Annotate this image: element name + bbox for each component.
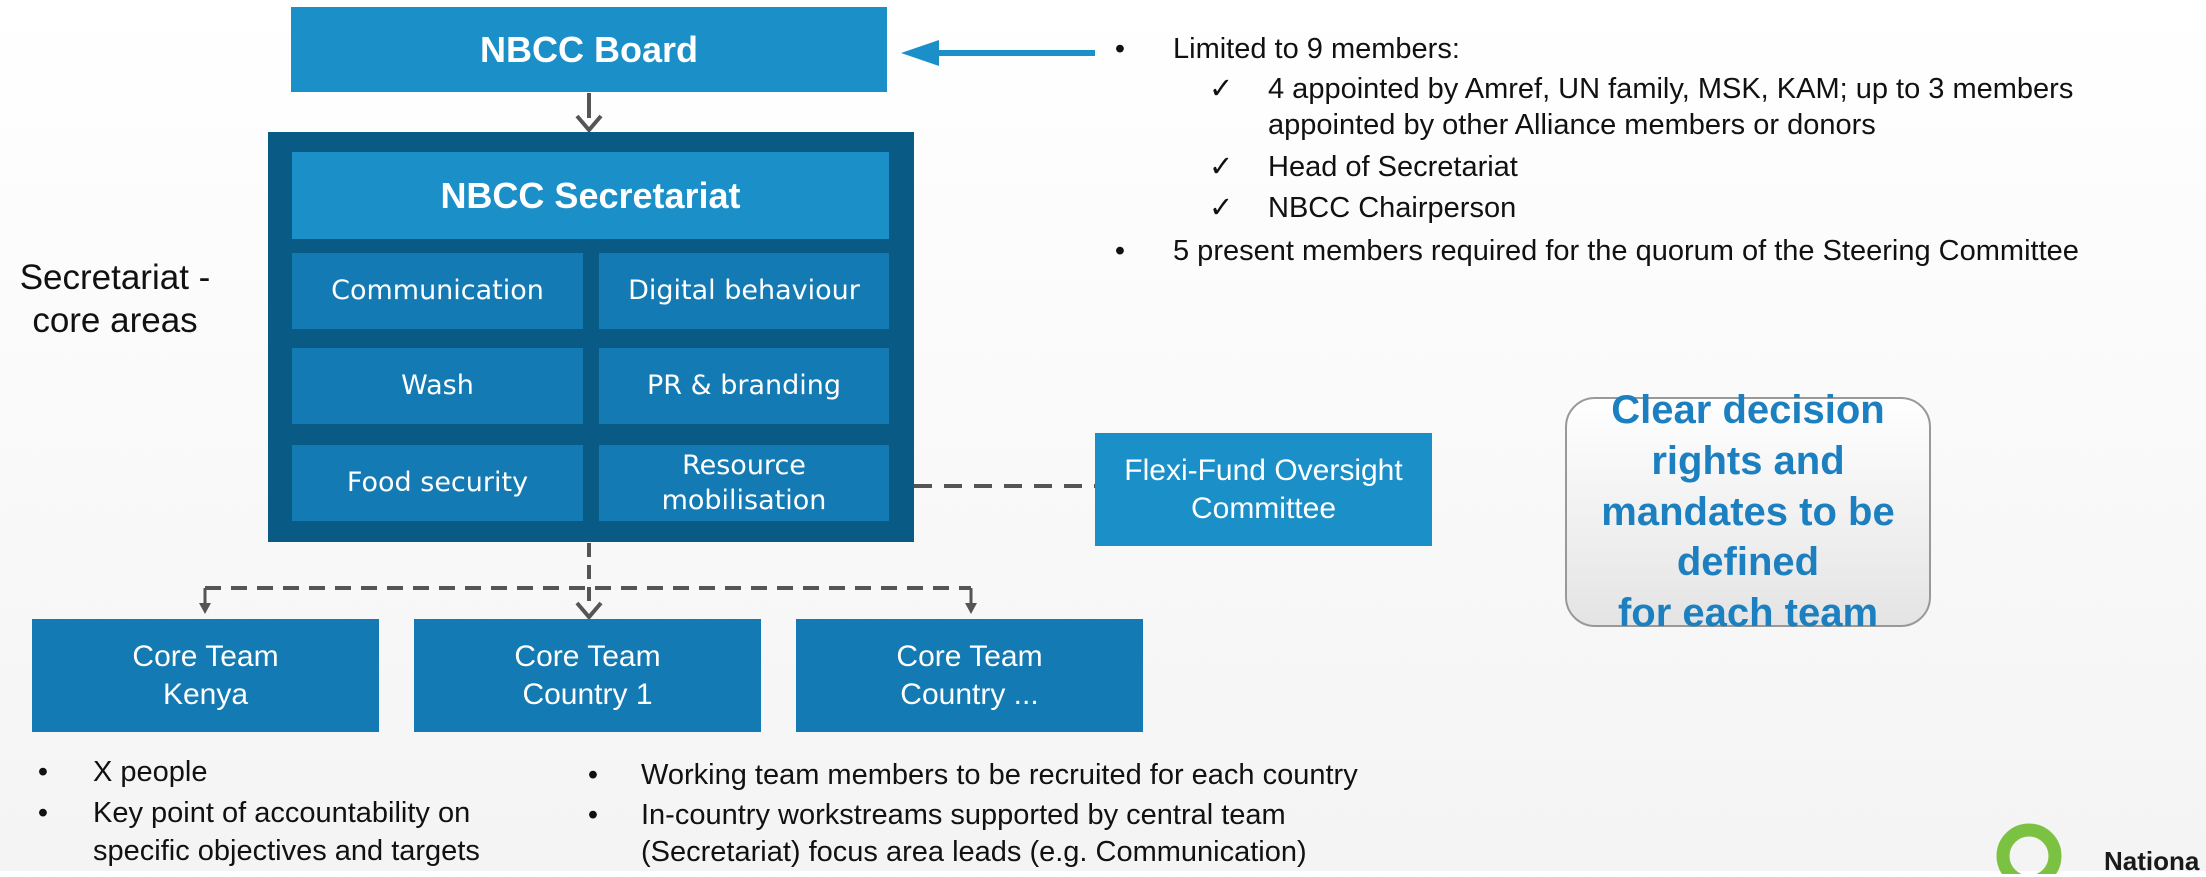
core-team-country-1: Core Team Country 1 [414,619,761,732]
core-team-label-line: Country 1 [522,677,653,711]
notes-arrowhead [901,40,939,66]
decision-rights-callout: Clear decision rights and mandates to be… [1565,388,1931,635]
area-communication: Communication [292,253,583,329]
note-accountability-cont: specific objectives and targets [93,835,480,867]
side-label-line: core areas [32,300,198,340]
note-recruitment: Working team members to be recruited for… [641,759,1358,791]
bullet-dot: • [37,797,49,829]
board-note-head: Head of Secretariat [1268,151,1518,183]
nbcc-board-box: NBCC Board [291,7,887,92]
side-label-line: Secretariat - [19,258,211,297]
area-label: Resource mobilisation [661,449,827,516]
core-country-n-arrowhead [965,603,977,614]
flexi-fund-label-line: Flexi-Fund Oversight [1124,454,1403,487]
area-pr-branding: PR & branding [599,348,889,424]
note-workstreams-cont: (Secretariat) focus area leads (e.g. Com… [641,836,1307,868]
board-note-appointees: 4 appointed by Amref, UN family, MSK, KA… [1268,73,2074,105]
nbcc-board-label: NBCC Board [479,28,698,70]
note-x-people: X people [93,756,208,788]
note-accountability: Key point of accountability on [93,797,471,829]
core-kenya-arrowhead [199,603,211,614]
core-team-label-line: Core Team [896,640,1043,673]
board-note-appointees-cont: appointed by other Alliance members or d… [1268,109,1876,141]
area-label: Wash [401,370,474,402]
area-label: Digital behaviour [628,275,860,307]
logo-ring-icon [1996,823,2062,874]
bullet-dot: • [1114,235,1126,267]
callout-line: mandates to be defined [1601,489,1895,585]
core-team-label-line: Kenya [162,677,249,711]
flexi-fund-committee-box: Flexi-Fund Oversight Committee [1095,433,1432,546]
area-label: Communication [331,275,544,307]
checkmark-icon: ✓ [1209,192,1234,224]
board-note-chair: NBCC Chairperson [1268,192,1517,224]
secretariat-side-label: Secretariat - core areas [0,257,230,342]
bullet-dot: • [37,756,49,788]
secretariat-title-box: NBCC Secretariat [292,152,889,239]
core-team-label-line: Core Team [132,640,279,673]
board-note-members-limit: Limited to 9 members: [1173,33,1460,65]
bullet-dot: • [587,759,599,791]
secretariat-title: NBCC Secretariat [440,174,741,216]
board-arrowhead [575,114,603,134]
callout-line: Clear decision rights and [1611,388,1885,483]
area-food-security: Food security [292,445,583,521]
core-country1-arrowhead [575,601,603,621]
area-wash: Wash [292,348,583,424]
core-team-country-n: Core Team Country ... [796,619,1143,732]
flexi-fund-label-line: Committee [1190,491,1337,525]
note-workstreams: In-country workstreams supported by cent… [641,799,1286,831]
callout-line: for each team [1617,591,1879,636]
area-label: PR & branding [646,370,842,402]
area-digital-behaviour: Digital behaviour [599,253,889,329]
area-resource-mobilisation: Resource mobilisation [599,445,889,521]
core-team-kenya: Core Team Kenya [32,619,379,732]
core-team-label-line: Core Team [514,640,661,673]
checkmark-icon: ✓ [1209,151,1234,183]
area-label: Food security [346,467,529,499]
core-team-label-line: Country ... [900,677,1039,711]
board-note-quorum: 5 present members required for the quoru… [1173,235,2079,267]
bullet-dot: • [1114,33,1126,65]
checkmark-icon: ✓ [1209,73,1234,105]
bullet-dot: • [587,799,599,831]
logo-text: Nationa [2104,846,2200,876]
